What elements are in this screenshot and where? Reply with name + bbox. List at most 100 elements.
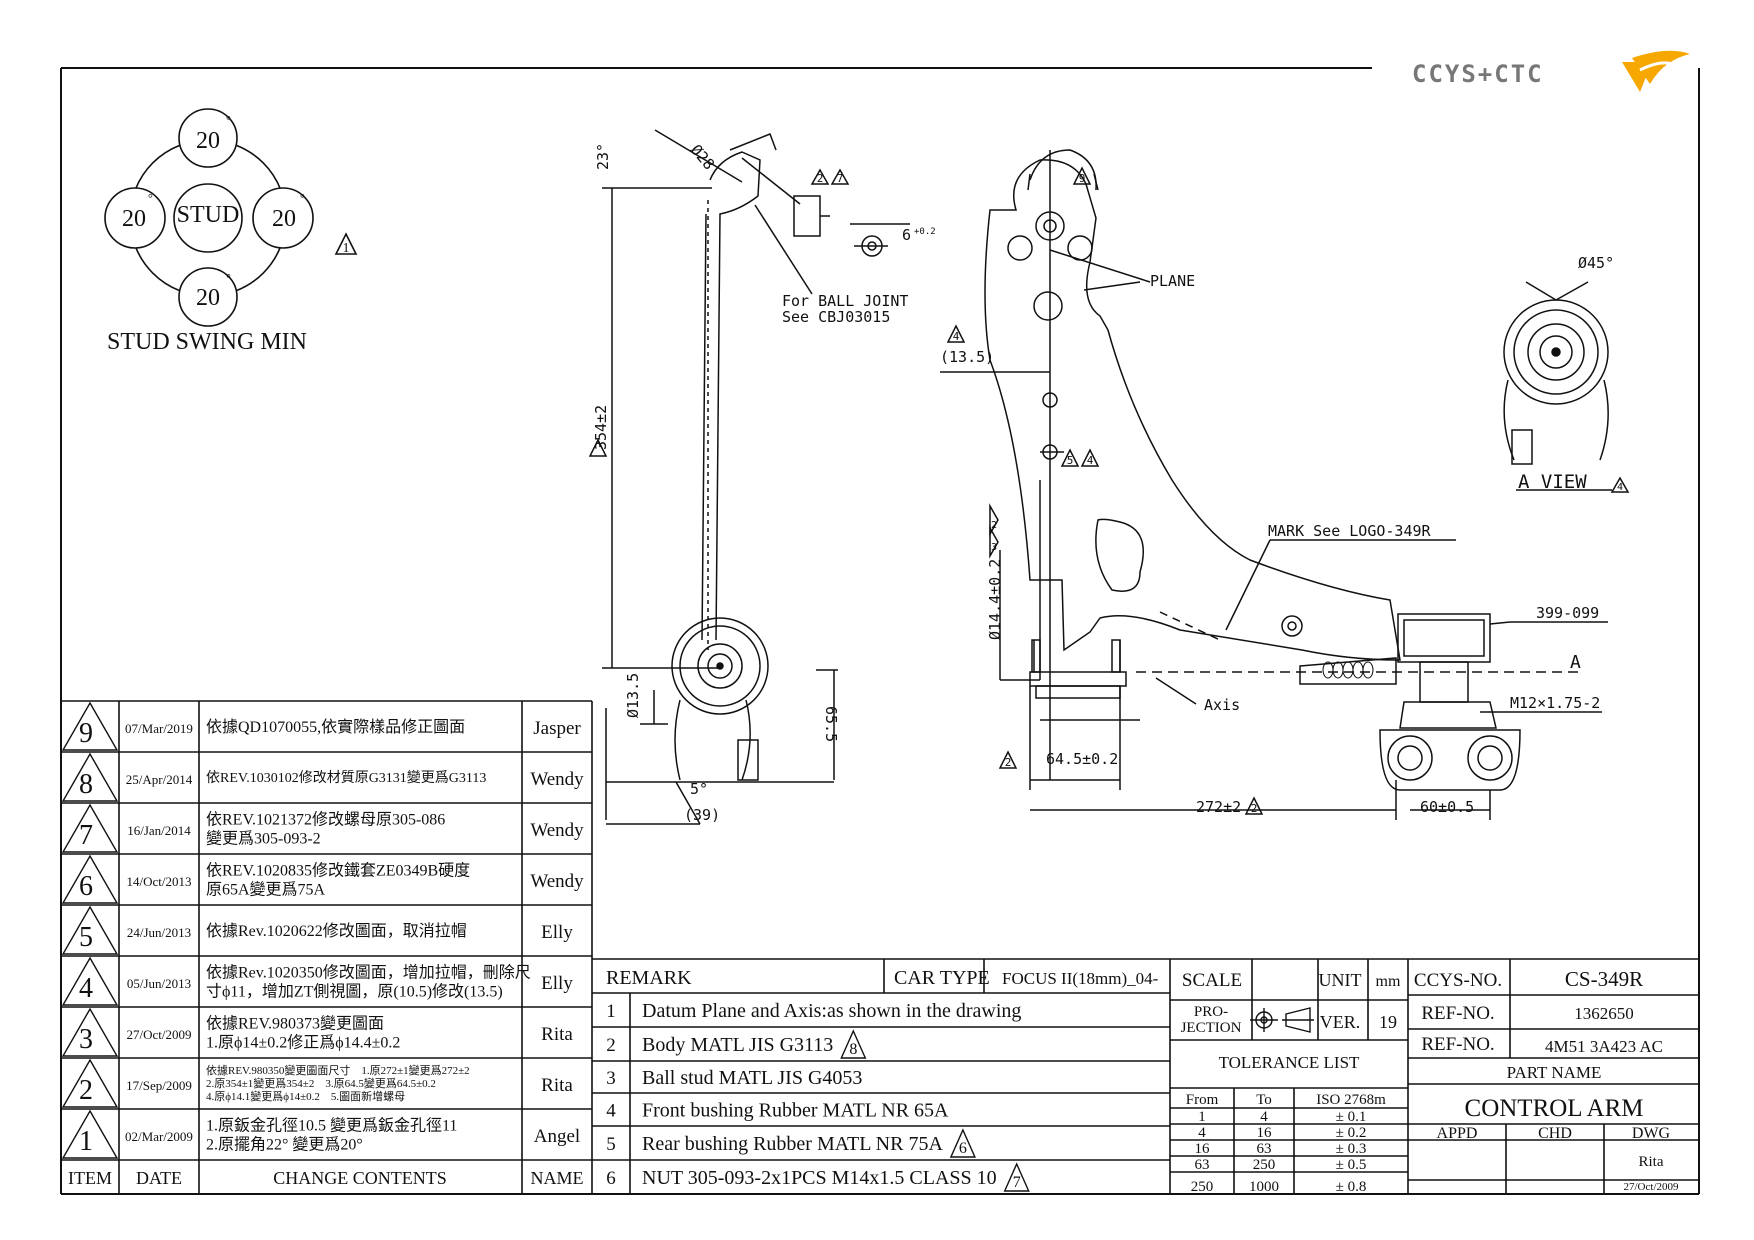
revision-triangle-icon bbox=[61, 956, 119, 1006]
appd-label: APPD bbox=[1437, 1125, 1478, 1142]
remark-rev-mark: 6 bbox=[959, 1140, 967, 1157]
tolerance-cell: 4 bbox=[1260, 1109, 1268, 1125]
tolerance-cell: 63 bbox=[1257, 1141, 1272, 1157]
len354-label: 354±2 bbox=[592, 405, 610, 450]
tolerance-cell: 4 bbox=[1198, 1125, 1206, 1141]
part-name: CONTROL ARM bbox=[1465, 1095, 1644, 1122]
tolerance-cell: ± 0.2 bbox=[1336, 1125, 1367, 1141]
revision-triangle-icon bbox=[61, 1058, 119, 1108]
deg-left: ° bbox=[148, 191, 153, 205]
rev-mark-4c: 4 bbox=[1617, 482, 1623, 493]
unit-label: UNIT bbox=[1319, 970, 1362, 990]
top-view bbox=[940, 149, 1608, 820]
angle5-label: 5° bbox=[690, 780, 708, 798]
tolerance-cell: 250 bbox=[1253, 1157, 1276, 1173]
part399-label: 399-099 bbox=[1536, 604, 1599, 622]
tol-header-iso: ISO 2768m bbox=[1316, 1092, 1386, 1108]
angle23-label: 23° bbox=[594, 143, 612, 170]
a-view bbox=[1503, 281, 1630, 493]
revision-name: Jasper bbox=[533, 718, 581, 739]
dim655-label: 65.5 bbox=[822, 706, 840, 742]
logo-mark-icon bbox=[1622, 50, 1690, 92]
tol-header-from: From bbox=[1186, 1092, 1219, 1108]
revision-date: 02/Mar/2009 bbox=[125, 1129, 193, 1144]
ver-value: 19 bbox=[1379, 1012, 1397, 1032]
drawn-date: 27/Oct/2009 bbox=[1624, 1181, 1679, 1193]
revision-item-number: 6 bbox=[79, 871, 93, 902]
ref-no-1: 1362650 bbox=[1574, 1004, 1634, 1023]
revision-item-number: 8 bbox=[79, 769, 93, 800]
revision-date: 14/Oct/2013 bbox=[127, 874, 192, 889]
revision-date: 27/Oct/2009 bbox=[127, 1027, 192, 1042]
stud-label: STUD bbox=[177, 202, 240, 228]
revision-item-number: 3 bbox=[79, 1024, 93, 1055]
stud-swing-diagram bbox=[104, 108, 358, 327]
remark-number: 5 bbox=[606, 1134, 616, 1155]
revision-change-line: 1.原ϕ14±0.2修正爲ϕ14.4±0.2 bbox=[206, 1033, 400, 1051]
deg-top: ° bbox=[226, 113, 231, 127]
side-view-labels: Ø28 23° 6 +0.2 For BALL JOINT See CBJ030… bbox=[592, 141, 936, 824]
part-name-label: PART NAME bbox=[1507, 1063, 1602, 1082]
rev-mark-9: 9 bbox=[1079, 172, 1086, 185]
car-type-value: FOCUS II(18mm)_04- bbox=[1002, 969, 1159, 988]
unit-value: mm bbox=[1376, 973, 1401, 990]
remark-text-line: Front bushing Rubber MATL NR 65A bbox=[642, 1100, 949, 1122]
remark-text-line: Body MATL JIS G3113 bbox=[642, 1034, 833, 1056]
revision-change-line: 依據REV.980373變更圖面 bbox=[206, 1014, 384, 1032]
dim39-label: (39) bbox=[684, 806, 720, 824]
revision-change-line: 原65A變更爲75A bbox=[206, 880, 326, 898]
revision-triangle-icon bbox=[949, 1128, 976, 1158]
tolerance-cell: ± 0.1 bbox=[1336, 1109, 1367, 1125]
revision-change-line: 2.原擺角22° 變更爲20° bbox=[206, 1135, 363, 1153]
projection-label-1: PRO- bbox=[1194, 1004, 1228, 1020]
plane-label: PLANE bbox=[1150, 272, 1195, 290]
rev-mark-7a: 7 bbox=[837, 172, 844, 185]
rev-mark-2d: 2 bbox=[991, 520, 997, 531]
remark-title: REMARK bbox=[606, 967, 692, 989]
ref-label-2: REF-NO. bbox=[1421, 1034, 1494, 1055]
ccys-label: CCYS-NO. bbox=[1414, 970, 1502, 991]
revision-date: 07/Mar/2019 bbox=[125, 721, 193, 736]
tolerance-cell: ± 0.8 bbox=[1336, 1179, 1367, 1195]
tolerance-title: TOLERANCE LIST bbox=[1219, 1053, 1360, 1072]
swing-bottom-value: 20 bbox=[196, 285, 220, 311]
revision-change-line: 依據Rev.1020350修改圖面，增加拉帽，刪除尺 bbox=[206, 963, 531, 981]
revision-item-number: 9 bbox=[79, 718, 93, 749]
revision-name: Elly bbox=[541, 973, 573, 994]
chd-label: CHD bbox=[1538, 1125, 1572, 1142]
ball-joint-line1: For BALL JOINT bbox=[782, 292, 908, 310]
revision-item-number: 2 bbox=[79, 1075, 93, 1106]
projection-symbol-icon bbox=[1250, 1007, 1314, 1033]
revision-triangle-icon bbox=[1003, 1162, 1030, 1192]
revision-date: 05/Jun/2013 bbox=[127, 976, 191, 991]
deg-right: ° bbox=[300, 191, 305, 205]
ref-no-2: 4M51 3A423 AC bbox=[1545, 1037, 1663, 1056]
revision-change-line: 依據Rev.1020622修改圖面，取消拉帽 bbox=[206, 922, 467, 940]
ball-joint-line2: See CBJ03015 bbox=[782, 308, 890, 326]
remark-number: 3 bbox=[606, 1068, 616, 1089]
ver-label: VER. bbox=[1320, 1012, 1361, 1032]
axis-label: Axis bbox=[1204, 696, 1240, 714]
remark-number: 1 bbox=[606, 1001, 616, 1022]
revision-triangle-icon bbox=[61, 905, 119, 955]
rev-mark-2a: 2 bbox=[817, 172, 824, 185]
dim60-label: 60±0.5 bbox=[1420, 798, 1474, 816]
revision-table-headers: ITEM DATE CHANGE CONTENTS NAME bbox=[68, 1168, 584, 1188]
revision-triangle-icon bbox=[61, 803, 119, 853]
revision-name: Elly bbox=[541, 922, 573, 943]
revision-item-number: 5 bbox=[79, 922, 93, 953]
scale-label: SCALE bbox=[1182, 970, 1242, 991]
header-date: DATE bbox=[136, 1168, 182, 1188]
revision-triangle-icon bbox=[61, 701, 119, 751]
rev-mark-2c: 2 bbox=[1251, 802, 1258, 815]
remark-text-line: NUT 305-093-2x1PCS M14x1.5 CLASS 10 bbox=[642, 1167, 997, 1189]
header-item: ITEM bbox=[68, 1168, 112, 1188]
drawn-by: Rita bbox=[1639, 1154, 1664, 1170]
revision-table bbox=[61, 700, 593, 1194]
swing-right-value: 20 bbox=[272, 206, 296, 232]
rev-mark-4b: 4 bbox=[1087, 454, 1094, 467]
revision-triangle-icon bbox=[61, 752, 119, 802]
rev-mark-2b: 2 bbox=[1005, 756, 1012, 769]
company-logo: CCYS+CTC bbox=[1412, 50, 1690, 92]
